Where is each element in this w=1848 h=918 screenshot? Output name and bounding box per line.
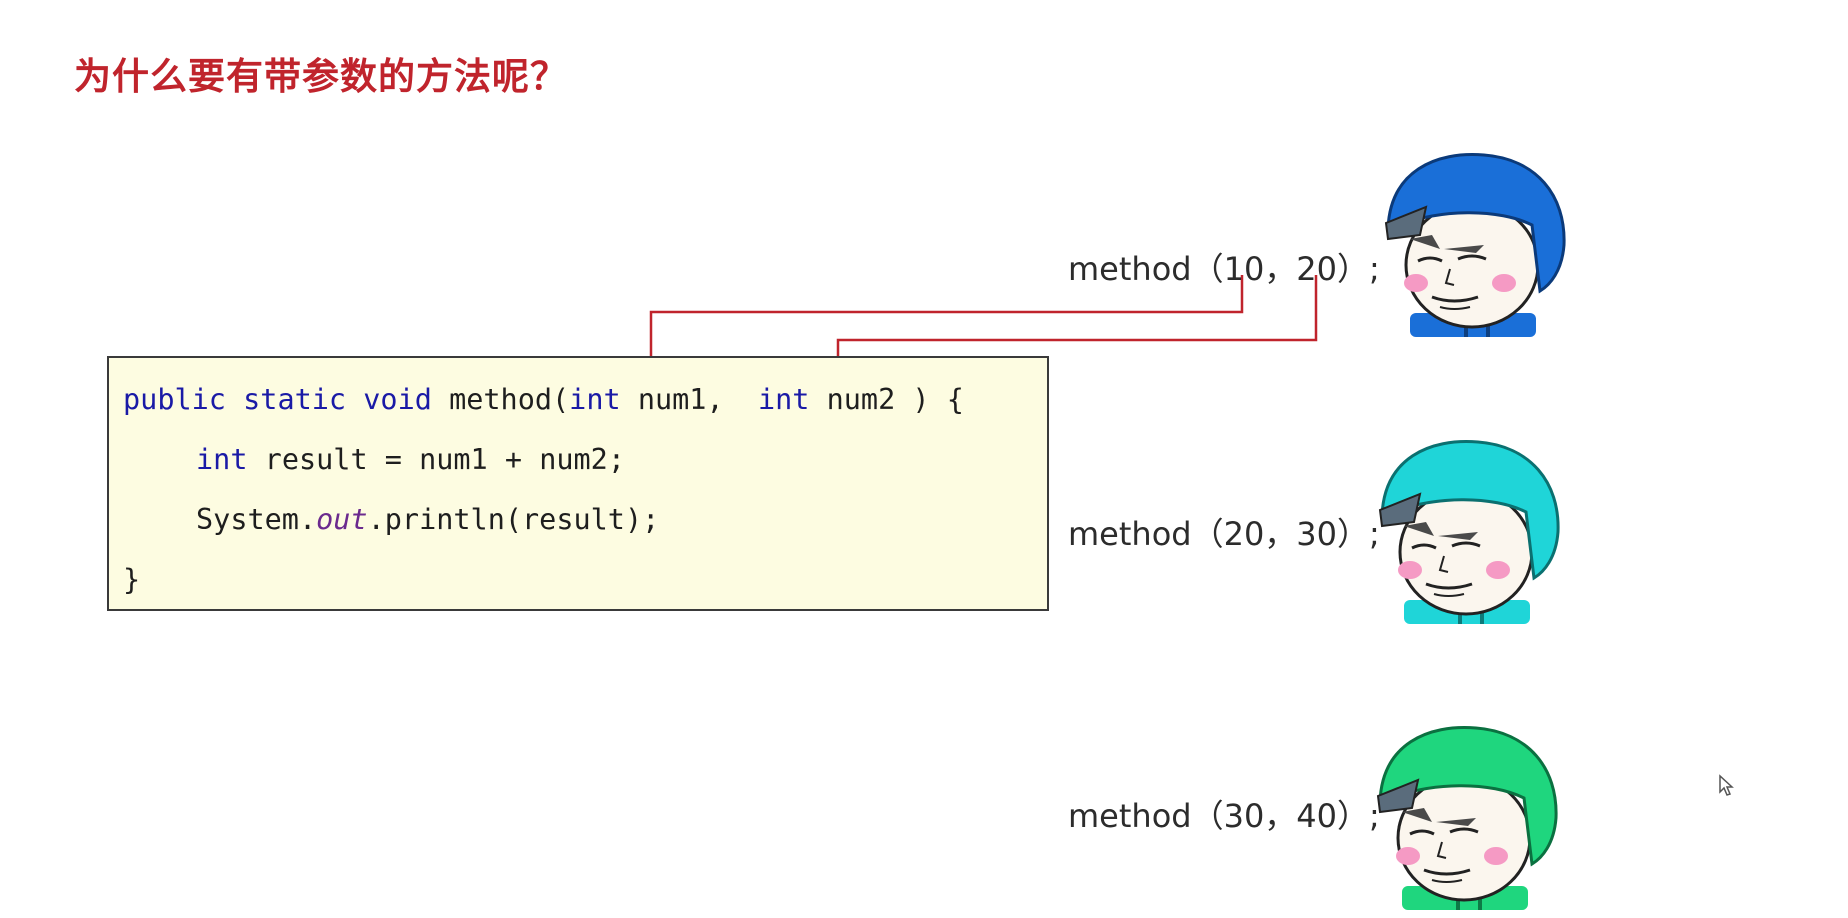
code-line-4: } — [123, 563, 141, 596]
code-line-3: System.out.println(result); — [196, 503, 660, 536]
method-call-3: method（30，40）; — [1068, 797, 1380, 835]
code-text: .println(result); — [367, 503, 660, 536]
method-call-1: method（10，20）; — [1068, 250, 1380, 288]
code-keyword: int — [757, 383, 810, 416]
mouse-cursor-icon — [1719, 774, 1734, 796]
code-keyword: int — [569, 383, 621, 416]
helmet-face-icon — [1376, 726, 1558, 910]
code-text: System. — [196, 503, 317, 536]
helmet-face-icon — [1378, 440, 1560, 624]
slide-title: 为什么要有带参数的方法呢？ — [74, 55, 568, 98]
code-keyword: int — [196, 443, 248, 476]
code-line-1: public static void method(int num1, int … — [123, 383, 964, 416]
method-code-block: public static void method(int num1, int … — [107, 356, 1049, 611]
arrow-arg1-to-num1 — [649, 275, 1244, 372]
code-param: num1, — [637, 383, 724, 416]
method-call-2: method（20，30）; — [1068, 515, 1380, 553]
code-keyword: public — [123, 383, 226, 416]
code-line-2: int result = num1 + num2; — [196, 443, 625, 476]
code-param: num2 ) { — [826, 383, 964, 416]
code-text: result = num1 + num2; — [264, 443, 625, 476]
code-keyword: static — [243, 383, 347, 416]
code-keyword: void — [363, 383, 432, 416]
code-static-field: out — [316, 503, 368, 536]
helmet-face-icon — [1384, 153, 1566, 337]
code-method-name: method( — [449, 383, 570, 416]
code-text: } — [123, 563, 141, 596]
